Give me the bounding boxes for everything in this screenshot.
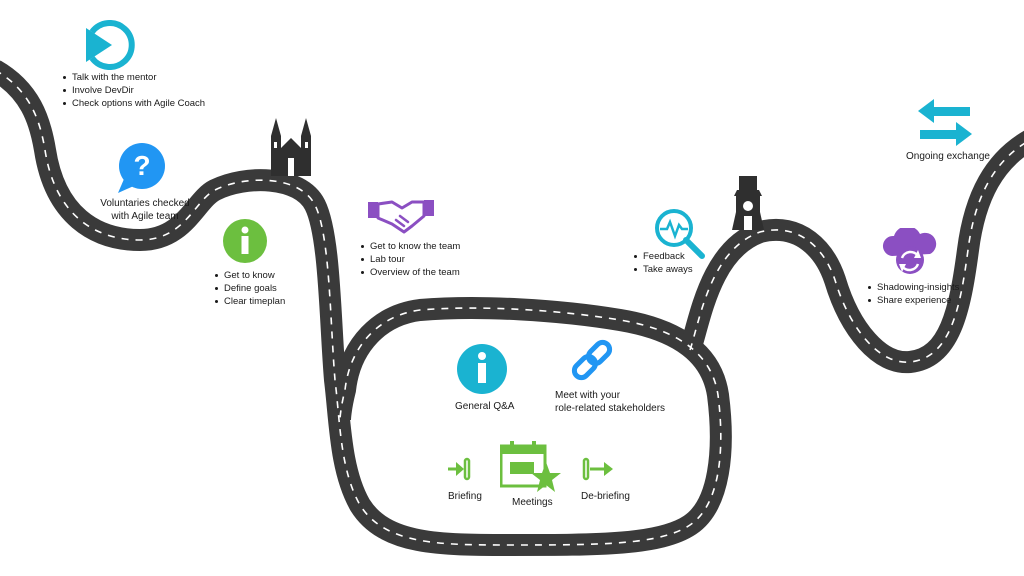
play-circle-icon — [86, 20, 135, 70]
shadowing-step: Shadowing-insights — [867, 281, 959, 294]
road-centerline-east — [689, 142, 1024, 363]
question-bubble-icon: ? — [118, 143, 165, 193]
get-to-know-step: Define goals — [214, 282, 285, 295]
church-building-icon — [271, 118, 311, 176]
get-to-know-step: Clear timeplan — [214, 295, 285, 308]
start-step: Talk with the mentor — [62, 71, 205, 84]
briefing-label: Briefing — [448, 491, 482, 502]
voluntaries-label: Voluntaries checked with Agile team — [100, 198, 190, 222]
cloud-sync-icon — [883, 228, 937, 274]
debriefing-label: De-briefing — [581, 491, 630, 502]
get-to-know-list: Get to know Define goals Clear timeplan — [214, 269, 285, 308]
magnifier-pulse-icon — [655, 209, 705, 259]
team-step: Get to know the team — [360, 240, 460, 253]
shadowing-step: Share experience — [867, 294, 959, 307]
start-steps-list: Talk with the mentor Involve DevDir Chec… — [62, 71, 205, 110]
shadowing-list: Shadowing-insights Share experience — [867, 281, 959, 307]
swap-arrows-icon — [918, 99, 972, 146]
clock-tower-icon — [732, 176, 764, 230]
team-step: Overview of the team — [360, 266, 460, 279]
svg-text:?: ? — [133, 150, 150, 181]
start-step: Check options with Agile Coach — [62, 97, 205, 110]
feedback-step: Feedback — [633, 250, 693, 263]
calendar-star-icon — [500, 441, 561, 492]
general-qa-label: General Q&A — [455, 401, 515, 412]
handshake-icon — [368, 200, 434, 234]
start-step: Involve DevDir — [62, 84, 205, 97]
chain-link-icon — [571, 339, 613, 381]
team-list: Get to know the team Lab tour Overview o… — [360, 240, 460, 279]
info-circle-icon — [223, 219, 267, 263]
feedback-list: Feedback Take aways — [633, 250, 693, 276]
meetings-label: Meetings — [512, 497, 553, 508]
arrow-in-icon — [448, 457, 471, 481]
info-circle-icon — [457, 344, 507, 394]
stakeholders-label: Meet with your role-related stakeholders — [555, 390, 666, 414]
arrow-out-icon — [582, 457, 613, 481]
road-centerline — [0, 72, 722, 546]
feedback-step: Take aways — [633, 263, 693, 276]
ongoing-exchange-label: Ongoing exchange — [906, 151, 990, 162]
get-to-know-step: Get to know — [214, 269, 285, 282]
team-step: Lab tour — [360, 253, 460, 266]
